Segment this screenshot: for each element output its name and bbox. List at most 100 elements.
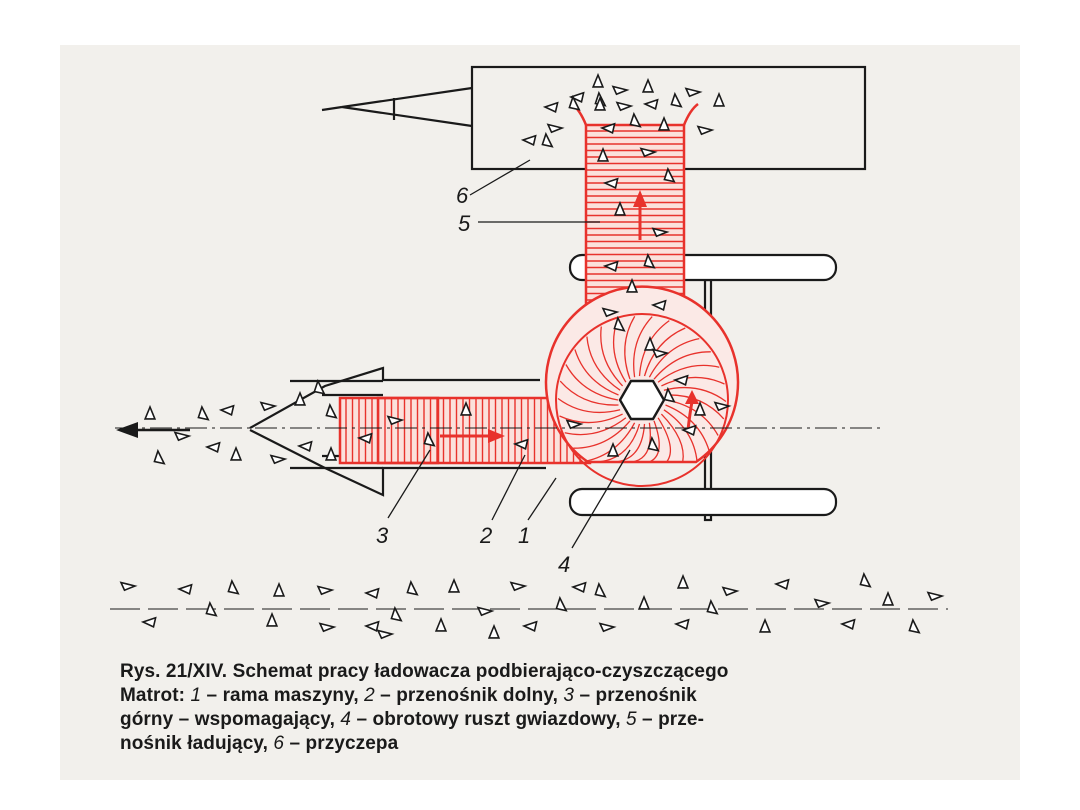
particle-mark xyxy=(881,590,895,606)
particle-mark xyxy=(546,123,565,134)
particle-mark xyxy=(657,115,671,131)
particle-mark xyxy=(555,595,568,612)
particle-mark xyxy=(641,77,655,93)
particle-mark xyxy=(908,617,921,634)
particle-mark xyxy=(676,573,690,589)
particle-mark xyxy=(625,277,639,293)
leader-lines xyxy=(387,159,631,549)
caption-number: 2 xyxy=(364,685,375,706)
particle-mark xyxy=(696,125,715,136)
particle-mark xyxy=(386,415,405,426)
caption-number: 1 xyxy=(190,685,202,706)
particle-mark xyxy=(670,91,683,108)
particle-mark xyxy=(140,616,157,629)
particle-mark xyxy=(406,579,419,596)
particle-mark xyxy=(601,307,620,318)
particles xyxy=(119,72,945,640)
particle-mark xyxy=(459,400,473,416)
particle-mark xyxy=(706,598,719,615)
particle-mark xyxy=(839,618,856,631)
particle-mark xyxy=(594,581,607,598)
particle-mark xyxy=(758,617,772,633)
caption-text: – prze- xyxy=(636,709,704,730)
particle-mark xyxy=(859,571,872,588)
particle-mark xyxy=(521,620,538,633)
particle-mark xyxy=(647,435,660,452)
caption-text: – obrotowy ruszt gwiazdowy, xyxy=(351,709,626,730)
particle-mark xyxy=(227,578,240,595)
particle-mark xyxy=(613,200,627,216)
caption-number: 4 xyxy=(340,709,352,730)
label-6: 6 xyxy=(456,183,469,208)
particle-mark xyxy=(447,577,461,593)
particle-mark xyxy=(512,438,529,451)
particle-mark xyxy=(773,578,790,591)
caption-text: – przyczepa xyxy=(284,733,399,754)
particle-mark xyxy=(356,432,373,445)
particle-mark xyxy=(176,583,193,596)
particle-mark xyxy=(712,91,726,107)
particle-mark xyxy=(651,227,670,238)
particle-mark xyxy=(325,402,338,419)
caption-title: Rys. 21/XIV. Schemat pracy ładowacza pod… xyxy=(120,661,729,682)
particle-mark xyxy=(613,315,626,332)
particle-mark xyxy=(599,122,616,135)
particle-mark xyxy=(663,166,676,183)
particle-mark xyxy=(390,605,403,622)
label-4: 4 xyxy=(558,552,570,577)
particle-mark xyxy=(598,622,617,633)
particle-mark xyxy=(680,424,697,437)
caption-text: – przenośnik dolny, xyxy=(374,685,564,706)
particle-mark xyxy=(602,260,619,273)
particle-mark xyxy=(313,378,326,395)
particle-mark xyxy=(363,620,380,633)
particle-mark xyxy=(651,348,670,359)
particle-mark xyxy=(423,430,436,447)
caption-number: 5 xyxy=(626,709,637,730)
caption-number: 6 xyxy=(273,733,285,754)
particle-mark xyxy=(376,629,395,640)
label-1: 1 xyxy=(518,523,530,548)
caption-number: 3 xyxy=(563,685,575,706)
particle-mark xyxy=(143,404,157,420)
caption-text: górny – wspomagający, xyxy=(120,709,341,730)
particle-mark xyxy=(476,606,495,617)
particle-mark xyxy=(218,404,235,417)
particle-mark xyxy=(926,591,945,602)
particle-mark xyxy=(570,581,587,594)
particle-mark xyxy=(272,581,286,597)
particle-mark xyxy=(173,431,192,442)
caption-text: nośnik ładujący, xyxy=(120,733,274,754)
particle-mark xyxy=(568,91,585,104)
particle-mark xyxy=(650,299,667,312)
particle-mark xyxy=(487,623,501,639)
particle-mark xyxy=(568,94,581,111)
label-2: 2 xyxy=(479,523,492,548)
caption-line-3: górny – wspomagający, 4 – obrotowy ruszt… xyxy=(120,708,970,732)
particle-mark xyxy=(541,131,554,148)
particle-mark xyxy=(259,401,278,412)
caption-text: – przenośnik xyxy=(574,685,697,706)
particle-mark xyxy=(672,374,689,387)
particle-mark xyxy=(642,98,659,111)
particle-mark xyxy=(615,101,634,112)
particle-mark xyxy=(229,445,243,461)
particle-mark xyxy=(363,587,380,600)
particle-mark xyxy=(593,95,607,111)
caption-line-4: nośnik ładujący, 6 – przyczepa xyxy=(120,732,970,756)
particle-mark xyxy=(520,134,537,147)
particle-mark xyxy=(673,618,690,631)
particle-mark xyxy=(318,622,337,633)
caption-line-1: Rys. 21/XIV. Schemat pracy ładowacza pod… xyxy=(120,660,970,684)
particle-mark xyxy=(197,404,210,421)
caption-text: Matrot: xyxy=(120,685,191,706)
flow-arrows xyxy=(440,190,699,443)
particle-mark xyxy=(153,448,166,465)
particle-mark xyxy=(813,598,832,609)
particle-mark xyxy=(602,177,619,190)
particle-mark xyxy=(596,146,610,162)
caption-line-2: Matrot: 1 – rama maszyny, 2 – przenośnik… xyxy=(120,684,970,708)
particle-mark xyxy=(269,454,288,465)
label-5: 5 xyxy=(458,211,471,236)
